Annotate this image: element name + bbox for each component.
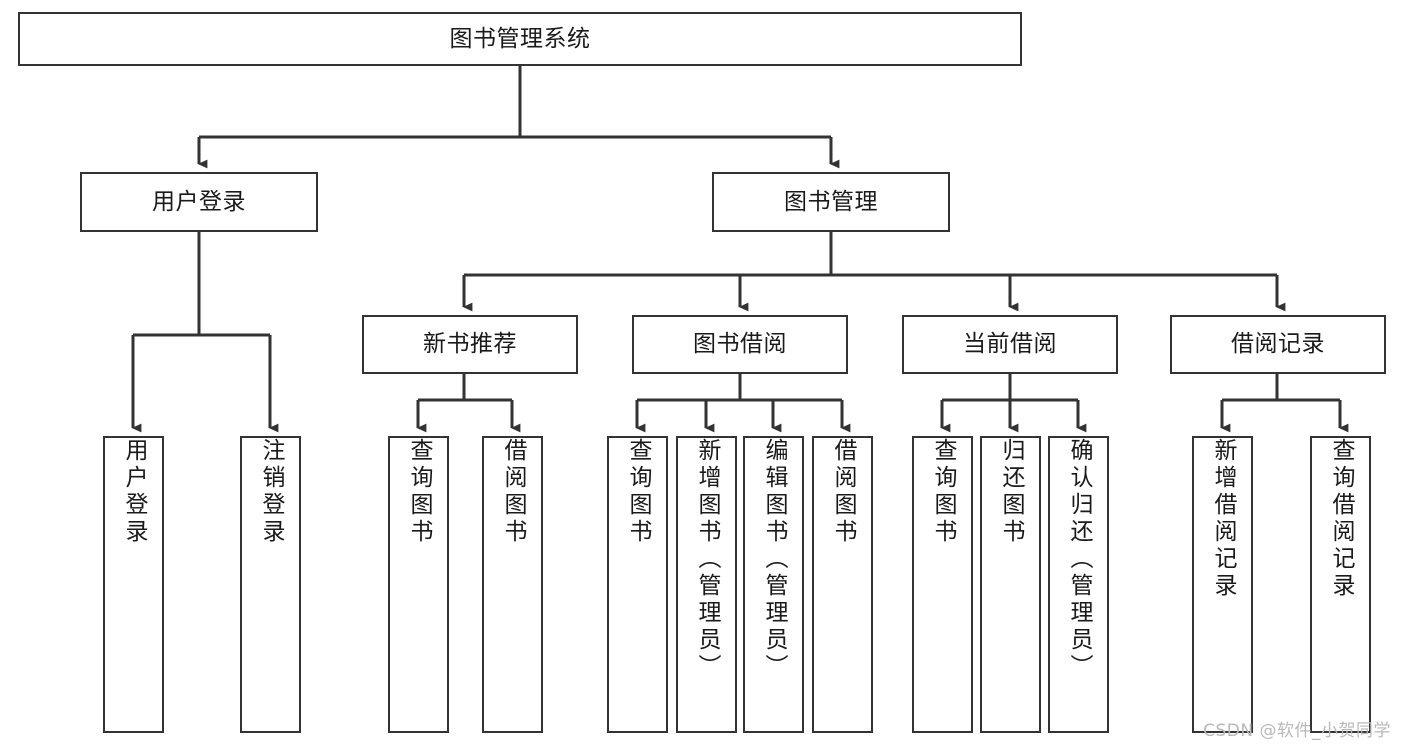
node-leaf-query-book-3[interactable]: 查询图书 bbox=[912, 436, 973, 733]
node-leaf-borrow-book-2-label: 借阅图书 bbox=[830, 438, 856, 546]
node-leaf-add-book[interactable]: 新增图书（管理员） bbox=[676, 436, 737, 733]
node-leaf-query-book-1-label: 查询图书 bbox=[406, 438, 432, 546]
node-leaf-add-book-label: 新增图书（管理员） bbox=[694, 438, 720, 681]
node-user-login-label: 用户登录 bbox=[152, 188, 246, 215]
node-leaf-user-login-label: 用户登录 bbox=[121, 438, 147, 546]
node-root-label: 图书管理系统 bbox=[449, 25, 591, 52]
node-current-borrow[interactable]: 当前借阅 bbox=[902, 315, 1118, 374]
node-leaf-query-book-2[interactable]: 查询图书 bbox=[607, 436, 668, 733]
node-leaf-edit-book[interactable]: 编辑图书（管理员） bbox=[743, 436, 804, 733]
node-leaf-borrow-book-1-label: 借阅图书 bbox=[500, 438, 526, 546]
node-leaf-edit-book-label: 编辑图书（管理员） bbox=[761, 438, 787, 681]
node-leaf-query-record-label: 查询借阅记录 bbox=[1328, 438, 1354, 600]
node-root[interactable]: 图书管理系统 bbox=[18, 12, 1022, 66]
node-new-book-rec-label: 新书推荐 bbox=[423, 331, 517, 358]
node-book-manage[interactable]: 图书管理 bbox=[712, 172, 950, 232]
node-book-manage-label: 图书管理 bbox=[784, 188, 878, 215]
node-user-login[interactable]: 用户登录 bbox=[80, 172, 318, 232]
node-leaf-query-book-1[interactable]: 查询图书 bbox=[388, 436, 449, 733]
node-leaf-query-book-3-label: 查询图书 bbox=[930, 438, 956, 546]
node-current-borrow-label: 当前借阅 bbox=[963, 331, 1057, 358]
node-leaf-confirm-return[interactable]: 确认归还（管理员） bbox=[1048, 436, 1109, 733]
node-borrow-record-label: 借阅记录 bbox=[1231, 331, 1325, 358]
node-book-borrow-label: 图书借阅 bbox=[693, 331, 787, 358]
node-leaf-user-login[interactable]: 用户登录 bbox=[103, 436, 164, 733]
node-leaf-borrow-book-2[interactable]: 借阅图书 bbox=[812, 436, 873, 733]
node-leaf-logout-login[interactable]: 注销登录 bbox=[240, 436, 301, 733]
node-leaf-logout-login-label: 注销登录 bbox=[258, 438, 284, 546]
node-leaf-query-book-2-label: 查询图书 bbox=[625, 438, 651, 546]
node-leaf-return-book[interactable]: 归还图书 bbox=[980, 436, 1041, 733]
node-leaf-add-record[interactable]: 新增借阅记录 bbox=[1192, 436, 1253, 733]
node-leaf-return-book-label: 归还图书 bbox=[998, 438, 1024, 546]
node-leaf-add-record-label: 新增借阅记录 bbox=[1210, 438, 1236, 600]
node-book-borrow[interactable]: 图书借阅 bbox=[632, 315, 848, 374]
node-leaf-confirm-return-label: 确认归还（管理员） bbox=[1066, 438, 1092, 681]
node-leaf-borrow-book-1[interactable]: 借阅图书 bbox=[482, 436, 543, 733]
node-new-book-rec[interactable]: 新书推荐 bbox=[362, 315, 578, 374]
node-borrow-record[interactable]: 借阅记录 bbox=[1170, 315, 1386, 374]
node-leaf-query-record[interactable]: 查询借阅记录 bbox=[1310, 436, 1371, 733]
